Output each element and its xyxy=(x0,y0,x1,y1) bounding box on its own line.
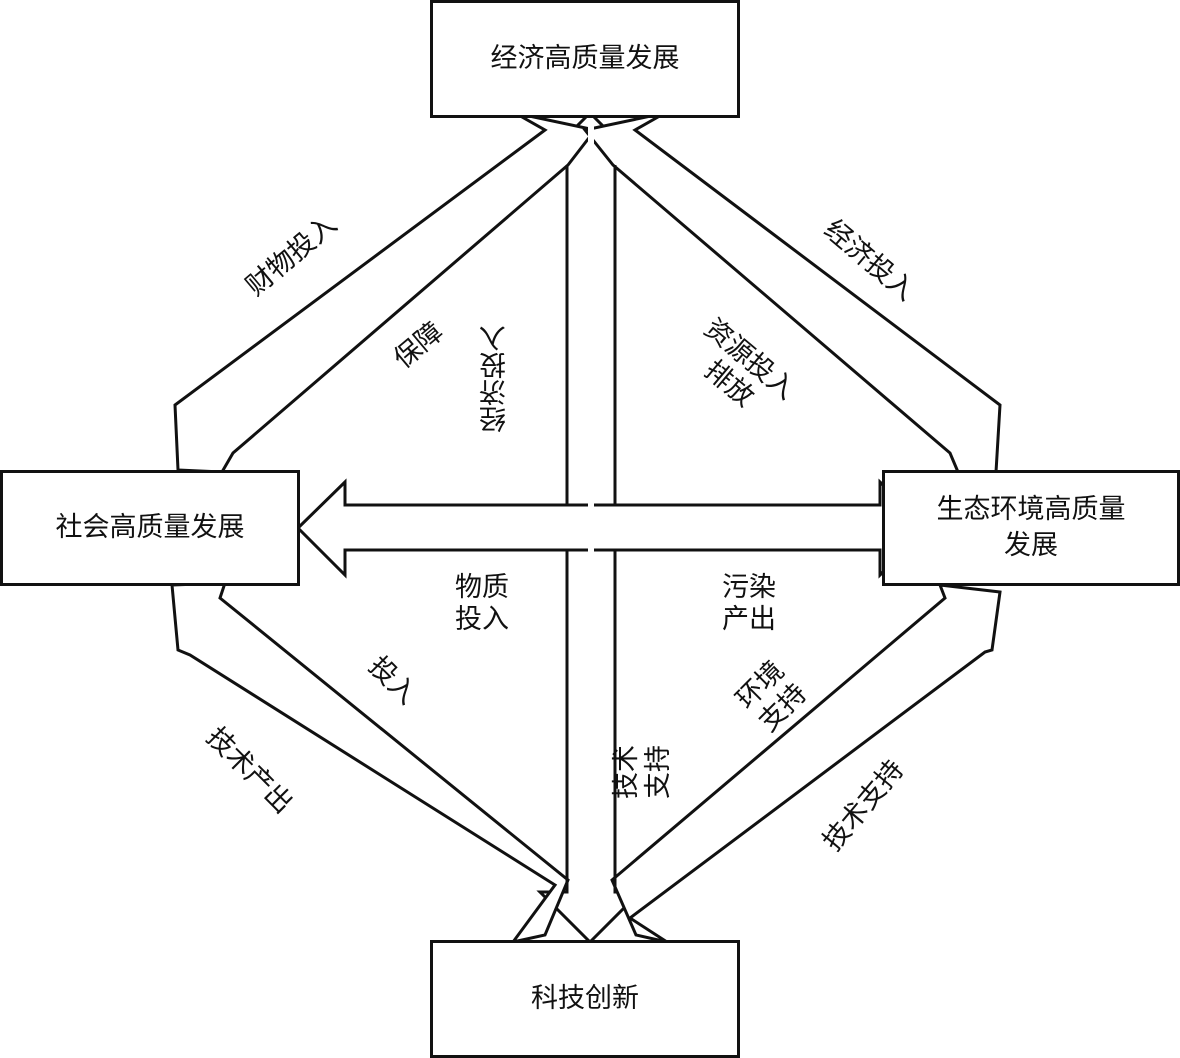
label-economic-input-vertical: 经济投入 xyxy=(480,325,511,433)
label-tech-vertical-line2: 支持 xyxy=(643,745,674,799)
label-pollution-output: 污染 产出 xyxy=(722,572,776,636)
node-tech-label: 科技创新 xyxy=(531,983,639,1014)
node-ecology: 生态环境高质量 发展 xyxy=(882,470,1180,586)
node-society: 社会高质量发展 xyxy=(0,470,300,586)
node-economy-label: 经济高质量发展 xyxy=(490,43,680,74)
node-tech: 科技创新 xyxy=(430,940,740,1058)
label-material: 物质 xyxy=(455,572,509,603)
label-pollution: 污染 xyxy=(722,572,776,603)
node-economy: 经济高质量发展 xyxy=(430,0,740,118)
label-tech-support-vertical: 技术 支持 xyxy=(611,745,675,799)
label-tech-vertical-line1: 技术 xyxy=(611,745,642,799)
label-output: 产出 xyxy=(722,604,776,635)
node-society-label: 社会高质量发展 xyxy=(55,512,245,543)
arrow-economy-ecology xyxy=(582,111,1002,474)
arrow-ecology-tech xyxy=(610,583,1002,944)
label-input: 投入 xyxy=(455,604,509,635)
arrow-society-tech xyxy=(170,581,570,945)
label-material-input: 物质 投入 xyxy=(455,572,509,636)
node-ecology-label-line1: 生态环境高质量 xyxy=(936,494,1126,525)
node-ecology-label-line2: 发展 xyxy=(1004,530,1058,561)
arrow-economy-society xyxy=(173,111,598,474)
